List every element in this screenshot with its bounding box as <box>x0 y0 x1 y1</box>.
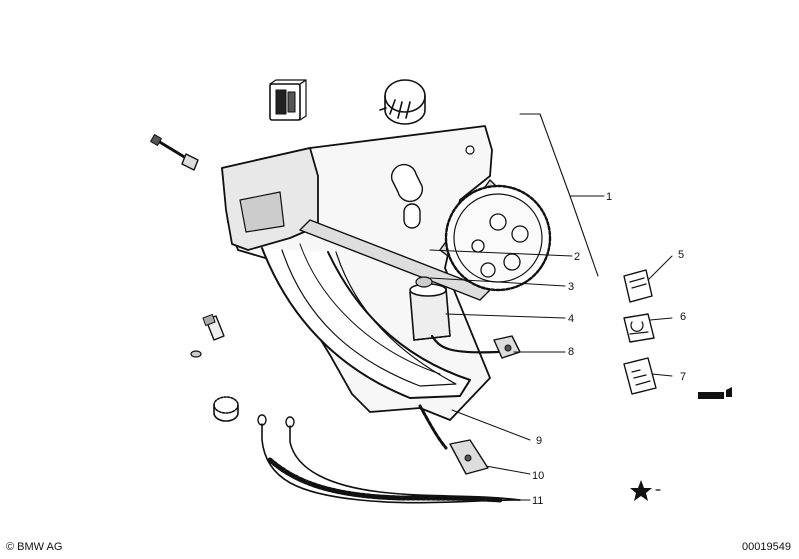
pin <box>190 314 225 358</box>
callout-11: 11 <box>532 495 543 507</box>
guide-rail <box>261 243 471 399</box>
leader-lines <box>429 249 673 501</box>
callout-3: 3 <box>568 281 574 293</box>
window-switch <box>269 79 307 121</box>
callout-8: 8 <box>568 346 574 358</box>
star-icon <box>630 480 652 501</box>
callout-9: 9 <box>536 435 542 447</box>
document-number: 00019549 <box>742 541 791 553</box>
switch-cover-5 <box>623 269 653 303</box>
wire-harness <box>257 414 521 504</box>
copyright-text: © BMW AG <box>6 541 63 553</box>
callout-7: 7 <box>680 371 686 383</box>
callout-labels: 1 2 3 4 5 6 7 8 9 10 11 <box>532 191 686 507</box>
callout-2: 2 <box>574 251 580 263</box>
bolt-and-nut <box>150 134 199 171</box>
sector-gear <box>444 184 552 292</box>
callout-1: 1 <box>606 191 612 203</box>
relay <box>379 79 426 125</box>
callout-6: 6 <box>680 311 686 323</box>
marker-bar <box>698 392 724 399</box>
callout-5: 5 <box>678 249 684 261</box>
switch-cover-6 <box>623 313 655 343</box>
drive-motor <box>409 276 451 341</box>
switch-cover-7 <box>623 357 657 395</box>
callout-4: 4 <box>568 313 574 325</box>
clip-10 <box>449 439 489 475</box>
knob <box>213 396 239 422</box>
bracket-8 <box>493 335 521 359</box>
callout-10: 10 <box>532 470 544 482</box>
